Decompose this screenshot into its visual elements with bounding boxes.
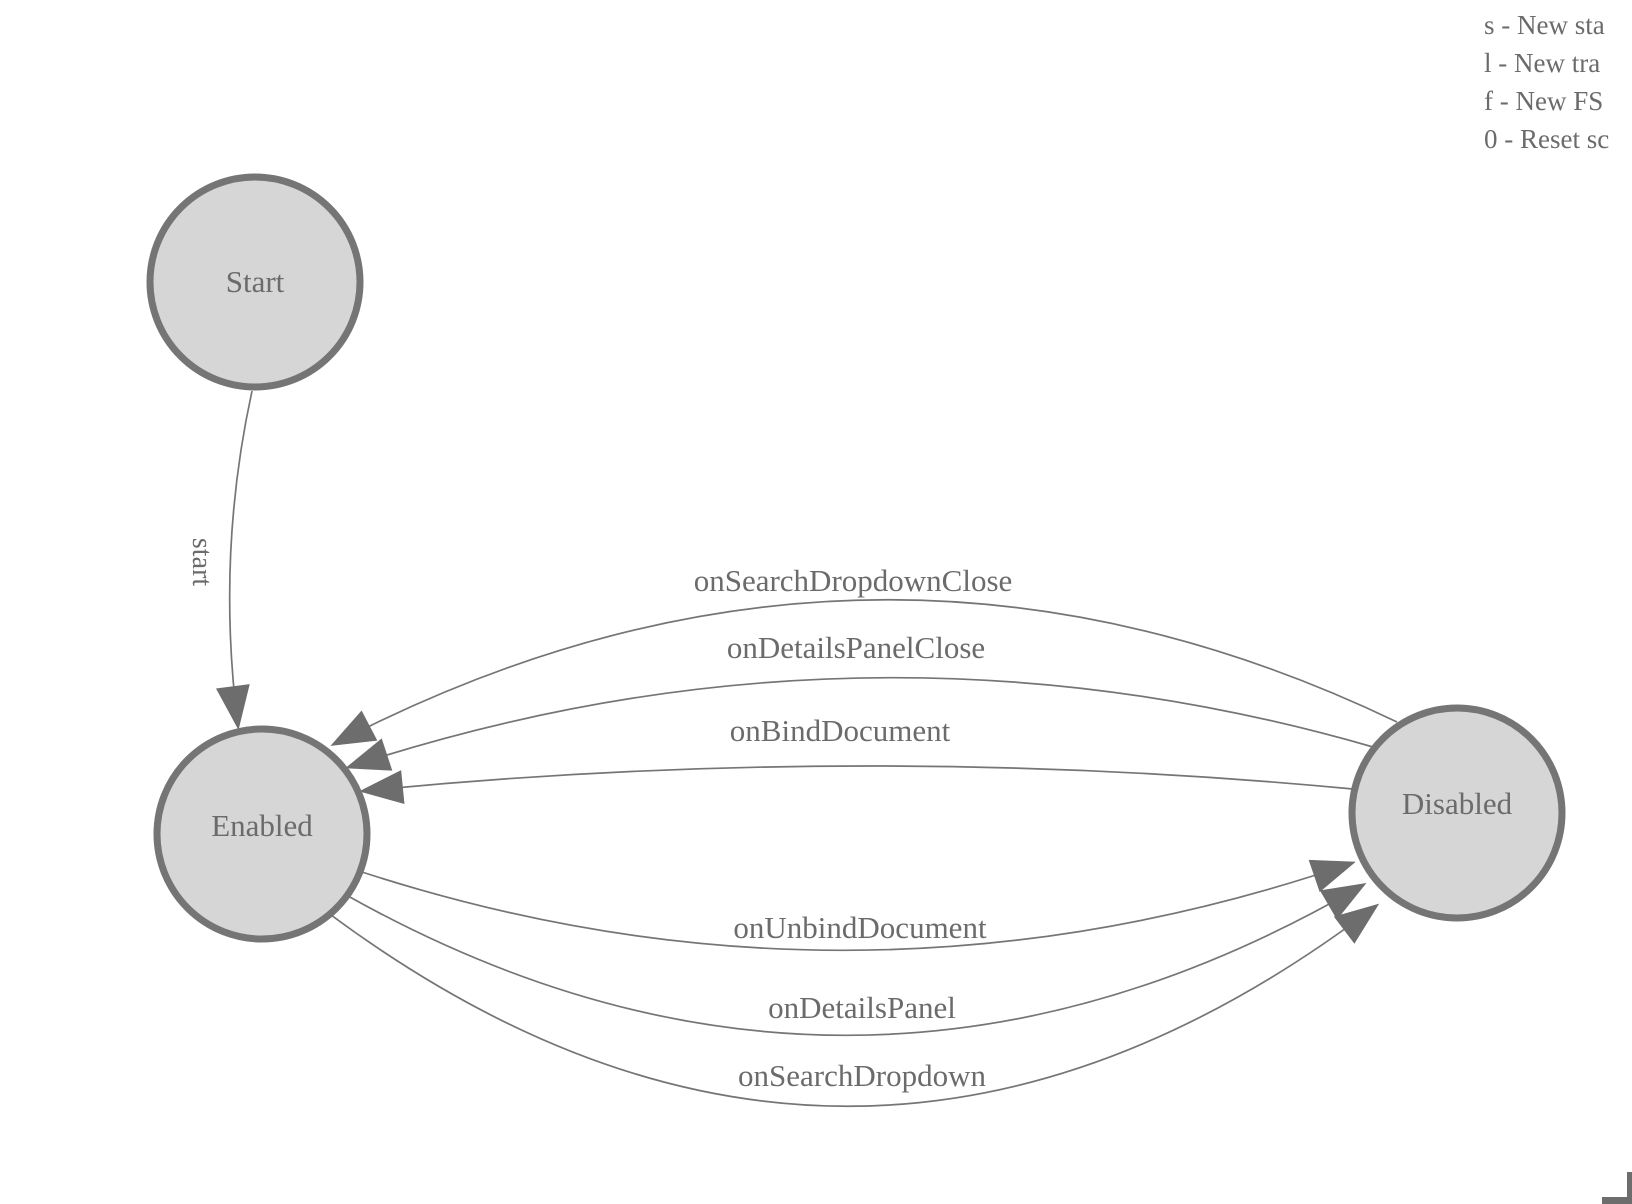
transition-onDetailsPanelClose[interactable]: onDetailsPanelClose (345, 630, 1374, 771)
state-enabled-label: Enabled (211, 808, 313, 843)
transition-onUnbindDocument[interactable]: onUnbindDocument (361, 859, 1356, 952)
state-disabled[interactable]: Disabled (1348, 704, 1566, 922)
state-start-label: Start (226, 264, 285, 299)
transition-onUnbindDocument-label[interactable]: onUnbindDocument (733, 910, 987, 945)
transition-onDetailsPanel[interactable]: onDetailsPanel (347, 882, 1367, 1037)
state-start-circle[interactable] (146, 173, 364, 391)
state-enabled[interactable]: Enabled (153, 725, 371, 943)
transition-onDetailsPanelClose-label[interactable]: onDetailsPanelClose (727, 630, 985, 665)
transition-start[interactable]: start (186, 390, 253, 730)
transition-start-path[interactable] (216, 390, 253, 730)
legend-item-new-state: s - New sta (1484, 10, 1605, 40)
transition-onSearchDropdown-label[interactable]: onSearchDropdown (738, 1058, 986, 1093)
transition-onDetailsPanelClose-path[interactable] (345, 676, 1374, 771)
state-enabled-circle[interactable] (153, 725, 371, 943)
legend-item-new-fsm: f - New FS (1484, 86, 1604, 116)
transition-onUnbindDocument-path[interactable] (361, 859, 1356, 952)
legend-item-reset-scale: 0 - Reset sc (1484, 124, 1610, 154)
transition-onBindDocument-label[interactable]: onBindDocument (730, 713, 951, 748)
transition-onDetailsPanel-path[interactable] (347, 882, 1367, 1037)
canvas-corner-marker-horizontal (1602, 1197, 1632, 1204)
state-disabled-label: Disabled (1402, 786, 1513, 821)
transition-onSearchDropdown[interactable]: onSearchDropdown (330, 903, 1380, 1108)
transition-onSearchDropdownClose[interactable]: onSearchDropdownClose (330, 563, 1398, 746)
transition-onBindDocument-path[interactable] (359, 765, 1354, 804)
transition-start-label[interactable]: start (186, 538, 217, 586)
transition-onBindDocument[interactable]: onBindDocument (359, 713, 1354, 804)
transition-onDetailsPanel-label[interactable]: onDetailsPanel (768, 990, 956, 1025)
legend-item-new-transition: l - New tra (1484, 48, 1601, 78)
transition-onSearchDropdownClose-label[interactable]: onSearchDropdownClose (694, 563, 1013, 598)
shortcuts-legend: s - New sta l - New tra f - New FS 0 - R… (1484, 6, 1609, 158)
state-start[interactable]: Start (146, 173, 364, 391)
transition-onSearchDropdownClose-path[interactable] (330, 598, 1398, 746)
transition-onSearchDropdown-path[interactable] (330, 903, 1380, 1108)
canvas-corner-marker-vertical (1627, 1172, 1632, 1204)
state-disabled-circle[interactable] (1348, 704, 1566, 922)
